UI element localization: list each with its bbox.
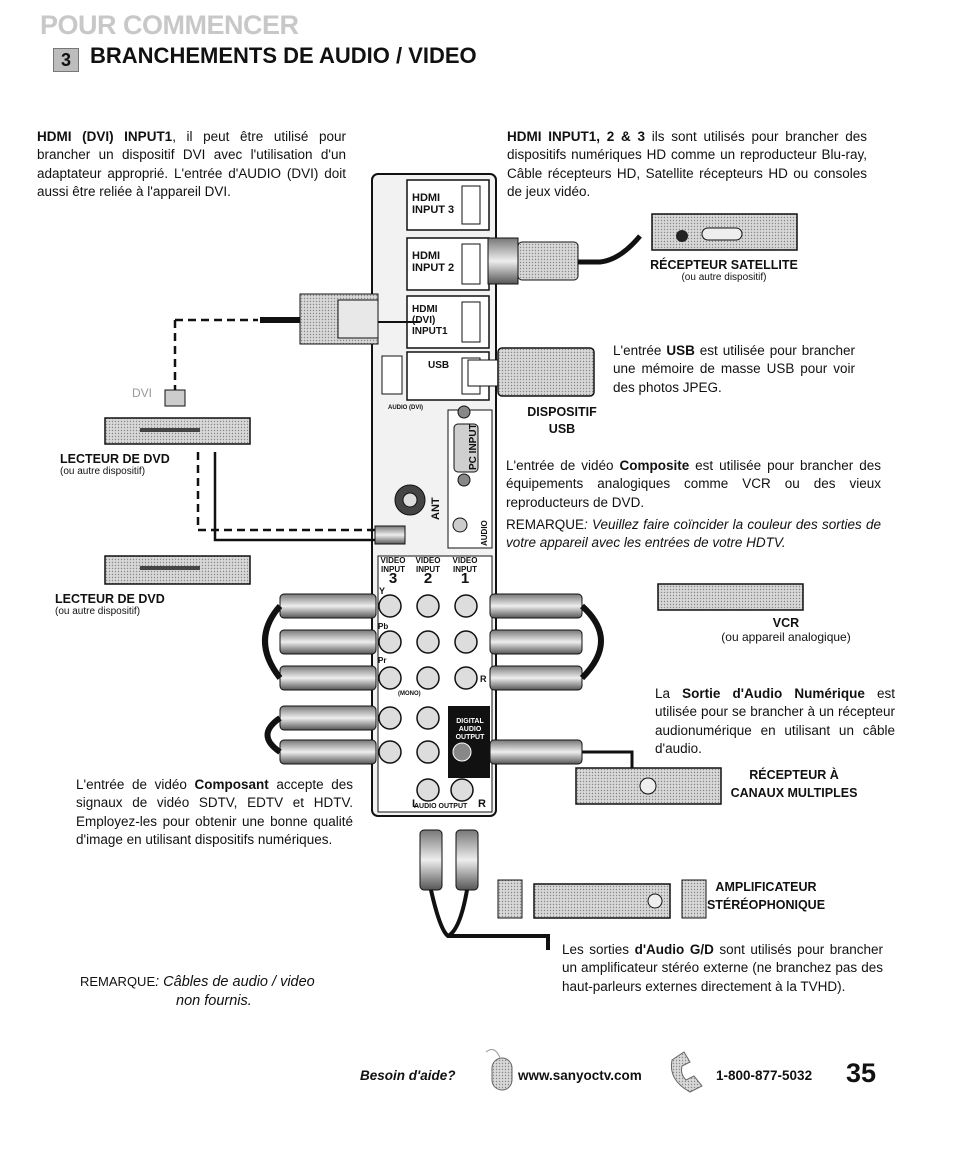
panel-digital-audio-label: DIGITAL AUDIO OUTPUT	[455, 718, 485, 741]
satellite-receiver-illustration	[651, 213, 798, 251]
hdmi-input-1-port	[406, 295, 490, 349]
hdmi-dvi-paragraph: HDMI (DVI) INPUT1, il peut être utilisé …	[37, 129, 347, 199]
usb-paragraph: L'entrée USB est utilisée pour brancher …	[613, 343, 855, 395]
usb-stick-illustration	[467, 347, 595, 397]
multichannel-receiver-illustration	[575, 767, 722, 805]
audio-lr-paragraph: Les sorties d'Audio G/D sont utilisés po…	[562, 942, 884, 994]
vcr-label: VCR(ou appareil analogique)	[721, 616, 851, 644]
panel-l-label: L	[412, 798, 419, 810]
stereo-amplifier-illustration	[497, 879, 707, 919]
panel-pr-label: Pr	[378, 656, 387, 665]
panel-hdmi1-label: HDMI(DVI)INPUT1	[412, 304, 448, 337]
vcr-illustration	[657, 583, 804, 611]
dvd-player-1-illustration	[104, 417, 251, 445]
composite-remark: REMARQUE: Veuillez faire coïncider la co…	[506, 517, 881, 551]
panel-audio-output-label: AUDIO OUTPUT	[414, 803, 468, 810]
website-link[interactable]: www.sanyoctv.com	[518, 1068, 642, 1083]
page-title: BRANCHEMENTS DE AUDIO / VIDEO	[90, 43, 477, 68]
dvi-label: DVI	[132, 386, 153, 400]
phone-icon	[670, 1051, 703, 1093]
panel-audio-label: AUDIO	[480, 520, 489, 546]
panel-pc-input-label: PC INPUT	[468, 423, 479, 470]
dvd-player-2-illustration	[104, 555, 251, 585]
panel-usb-label: USB	[428, 360, 450, 371]
panel-pb-label: Pb	[378, 622, 389, 631]
section-title: POUR COMMENCER	[40, 10, 299, 40]
panel-ant-label: ANT	[430, 497, 442, 520]
antenna-port	[394, 484, 426, 516]
panel-audio-dvi-label: AUDIO (DVI)	[388, 405, 423, 411]
hdmi-123-paragraph: HDMI INPUT1, 2 & 3 ils sont utilisés pou…	[507, 129, 867, 199]
pc-input-port	[447, 405, 493, 549]
dvd-player-1-label: LECTEUR DE DVD(ou autre dispositif)	[60, 452, 170, 477]
panel-r-out-label: R	[478, 798, 486, 810]
step-number-badge: 3	[53, 48, 79, 72]
composite-paragraph: L'entrée de vidéo Composite est utilisée…	[506, 458, 882, 510]
phone-number: 1-800-877-5032	[716, 1068, 813, 1083]
dvd-player-2-label: LECTEUR DE DVD(ou autre dispositif)	[55, 592, 165, 617]
digital-audio-paragraph: La Sortie d'Audio Numérique est utilisée…	[655, 686, 895, 756]
panel-y-label: Y	[379, 586, 386, 596]
panel-mono-label: (MONO)	[398, 691, 421, 697]
mouse-icon	[485, 1049, 513, 1091]
panel-r-label: R	[480, 674, 487, 684]
hdmi-input-3-port	[406, 179, 490, 231]
satellite-label: RÉCEPTEUR SATELLITE(ou autre dispositif)	[650, 258, 798, 283]
page-number: 35	[846, 1058, 877, 1088]
component-paragraph: L'entrée de vidéo Composant accepte des …	[76, 777, 353, 847]
help-text: Besoin d'aide?	[360, 1068, 456, 1083]
